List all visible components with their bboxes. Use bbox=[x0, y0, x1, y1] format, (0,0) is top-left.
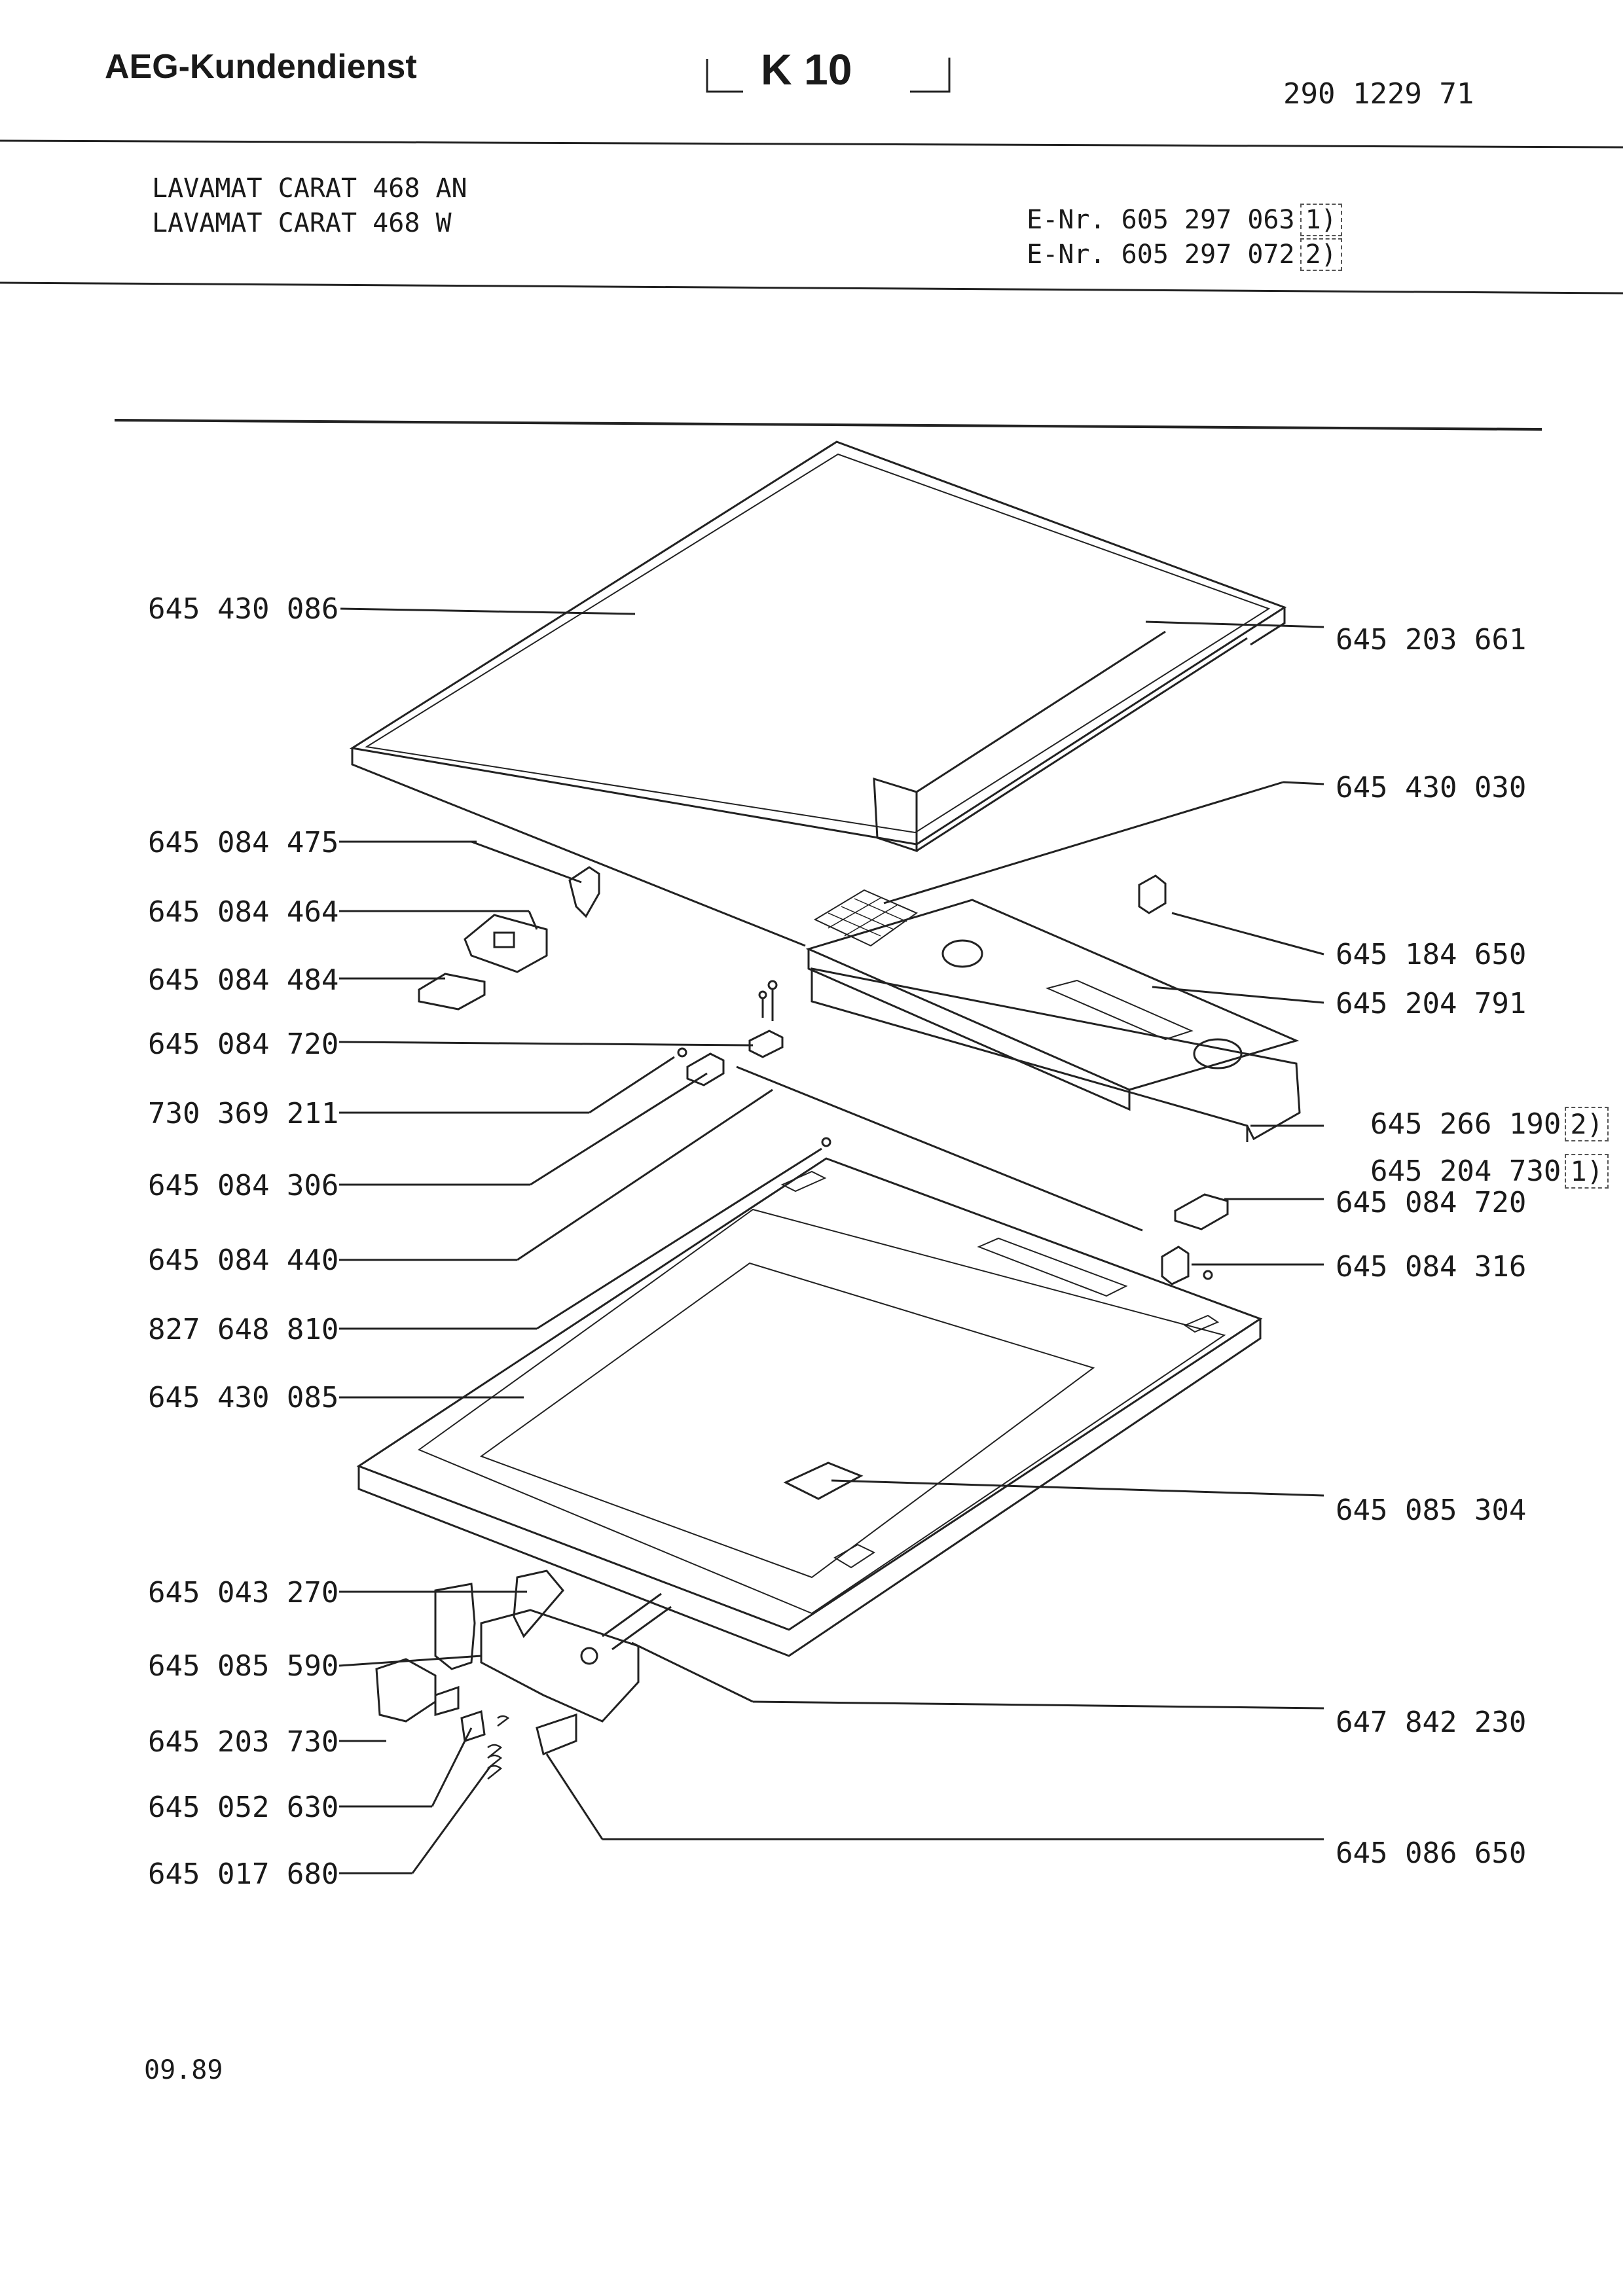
spring-parts bbox=[487, 1715, 510, 1780]
callout-645430030: 645 430 030 bbox=[1336, 771, 1527, 804]
lock-mechanism-parts bbox=[375, 1570, 672, 1756]
callout-645266190-number: 645 266 190 bbox=[1370, 1107, 1561, 1141]
cover-hatch bbox=[783, 1462, 864, 1500]
section-rule bbox=[114, 419, 1542, 431]
rod-part bbox=[736, 1066, 1143, 1232]
right-latch-parts bbox=[1161, 1193, 1229, 1285]
callout-645204730-variant: 1) bbox=[1565, 1154, 1609, 1189]
enr-number-1: E-Nr. 605 297 063 bbox=[1027, 205, 1295, 235]
callout-730369211: 730 369 211 bbox=[148, 1097, 339, 1130]
sheet-bracket-left bbox=[706, 59, 743, 93]
callout-645266190-variant: 2) bbox=[1565, 1107, 1609, 1141]
callout-645085590: 645 085 590 bbox=[148, 1649, 339, 1683]
callout-645084464: 645 084 464 bbox=[148, 895, 339, 929]
leader-lines bbox=[338, 607, 1324, 1874]
footer-date: 09.89 bbox=[144, 2055, 223, 2085]
variant-tag-2: 2) bbox=[1300, 238, 1342, 271]
callout-645084440: 645 084 440 bbox=[148, 1244, 339, 1277]
brand-title: AEG-Kundendienst bbox=[105, 48, 417, 86]
panel-base-part bbox=[811, 967, 1301, 1142]
callout-645204791: 645 204 791 bbox=[1336, 987, 1527, 1020]
callout-645084720-left: 645 084 720 bbox=[148, 1028, 339, 1061]
sheet-number: K 10 bbox=[761, 45, 852, 94]
document-number: 290 1229 71 bbox=[1283, 77, 1474, 111]
callout-645430085: 645 430 085 bbox=[148, 1381, 339, 1414]
callout-645084720-right: 645 084 720 bbox=[1336, 1186, 1527, 1219]
model-name-1: LAVAMAT CARAT 468 AN bbox=[152, 173, 467, 204]
header-rule-bottom bbox=[0, 281, 1623, 295]
callout-827648810: 827 648 810 bbox=[148, 1313, 339, 1346]
lid-frame-part bbox=[349, 440, 1287, 947]
callout-645052630: 645 052 630 bbox=[148, 1791, 339, 1824]
callout-645085304: 645 085 304 bbox=[1336, 1494, 1527, 1527]
callout-645184650: 645 184 650 bbox=[1336, 938, 1527, 971]
hinge-bracket-parts bbox=[418, 866, 600, 1011]
callout-645204730-number: 645 204 730 bbox=[1370, 1155, 1561, 1188]
callout-645084475: 645 084 475 bbox=[148, 826, 339, 859]
callout-645084306: 645 084 306 bbox=[148, 1169, 339, 1202]
model-name-2: LAVAMAT CARAT 468 W bbox=[152, 208, 452, 238]
callout-645084316: 645 084 316 bbox=[1336, 1250, 1527, 1283]
callout-645203661: 645 203 661 bbox=[1336, 623, 1527, 656]
control-panel-part bbox=[805, 889, 1300, 1111]
enr-number-2: E-Nr. 605 297 072 bbox=[1027, 240, 1295, 270]
sheet-bracket-right bbox=[910, 58, 951, 93]
callout-647842230: 647 842 230 bbox=[1336, 1706, 1527, 1739]
callout-645086650: 645 086 650 bbox=[1336, 1837, 1527, 1870]
callout-645084484: 645 084 484 bbox=[148, 963, 339, 997]
lower-cover-part bbox=[356, 1157, 1263, 1657]
callout-645043270: 645 043 270 bbox=[148, 1576, 339, 1609]
callout-645017680: 645 017 680 bbox=[148, 1857, 339, 1891]
pin-part bbox=[821, 1137, 831, 1147]
callout-645430086: 645 430 086 bbox=[148, 592, 339, 626]
callout-645203730: 645 203 730 bbox=[148, 1725, 339, 1759]
header-rule-top bbox=[0, 139, 1623, 149]
variant-tag-1: 1) bbox=[1300, 204, 1342, 236]
latch-parts bbox=[677, 980, 784, 1086]
lid-panel-part bbox=[873, 630, 1248, 853]
clip-184650-part bbox=[1138, 874, 1167, 914]
